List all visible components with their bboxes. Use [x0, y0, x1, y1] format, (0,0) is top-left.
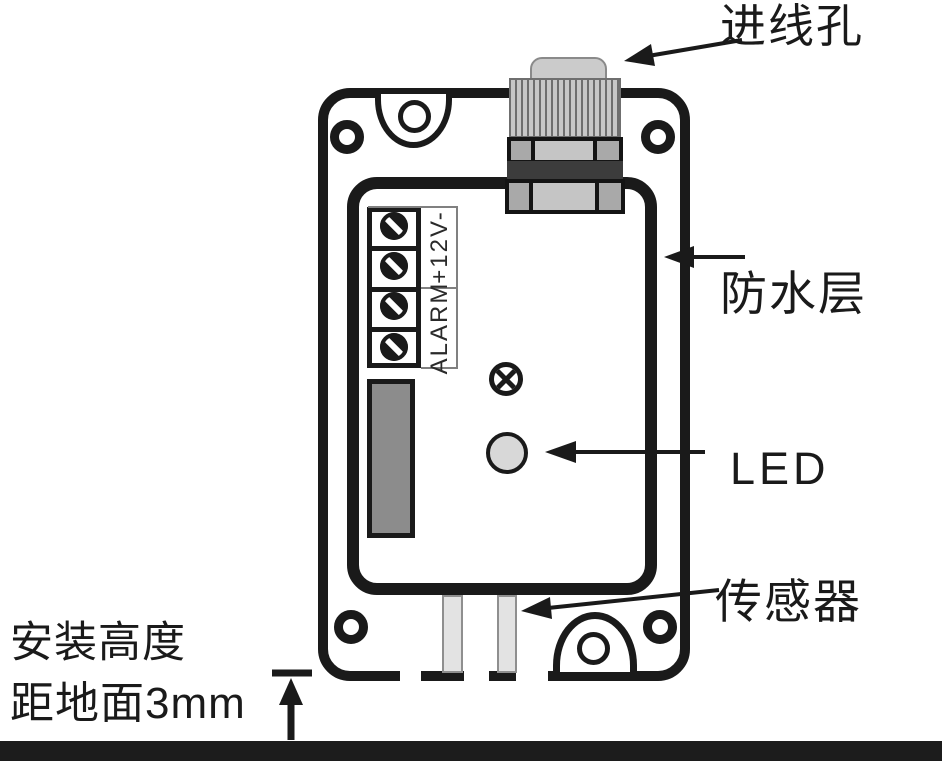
terminal-screw-icon: [380, 292, 408, 320]
corner-screw-hole-icon: [334, 610, 368, 644]
terminal-divider: [372, 246, 416, 251]
corner-screw-hole-icon: [641, 120, 675, 154]
corner-screw-hole-icon: [330, 120, 364, 154]
corner-screw-hole-icon: [643, 610, 677, 644]
terminal-screw-icon: [380, 212, 408, 240]
install-height-label-line2: 距地面3mm: [10, 679, 246, 728]
cable-entry-label: 进线孔: [720, 0, 864, 52]
label-guide-line: [421, 367, 456, 369]
cable-entry-arrowhead-icon: [624, 44, 655, 66]
sensor-probe-right: [497, 595, 517, 673]
relay-component: [367, 379, 415, 538]
ground-surface-bar: [0, 741, 942, 761]
label-guide-line: [456, 206, 458, 369]
label-guide-line: [421, 287, 456, 289]
terminal-screw-icon: [380, 252, 408, 280]
terminal-label-alarm: ALARM: [426, 281, 453, 375]
pcb-screw-icon: [489, 362, 523, 396]
bottom-border-gap: [516, 668, 548, 683]
terminal-divider: [372, 327, 416, 332]
led-indicator: [486, 432, 528, 474]
led-label: LED: [730, 443, 830, 494]
sensor-probe-left: [442, 595, 463, 673]
terminal-label-power: +12V-: [426, 210, 453, 284]
bottom-mounting-hole-icon: [577, 632, 610, 665]
top-mounting-hole-icon: [398, 100, 431, 133]
cable-gland-ribbed-nut: [509, 78, 621, 138]
waterproof-layer-label: 防水层: [720, 267, 867, 320]
cable-gland-locknut: [507, 137, 623, 164]
height-arrowhead-icon: [279, 678, 303, 705]
label-guide-line: [368, 206, 456, 208]
bottom-border-gap: [400, 668, 421, 683]
install-height-label-line1: 安装高度: [10, 619, 186, 667]
terminal-divider: [372, 287, 416, 292]
cable-gland-seal: [507, 161, 623, 179]
terminal-screw-icon: [380, 333, 408, 361]
bottom-border-gap: [464, 668, 489, 683]
cable-gland-body: [505, 179, 625, 214]
sensor-label: 传感器: [715, 575, 862, 628]
